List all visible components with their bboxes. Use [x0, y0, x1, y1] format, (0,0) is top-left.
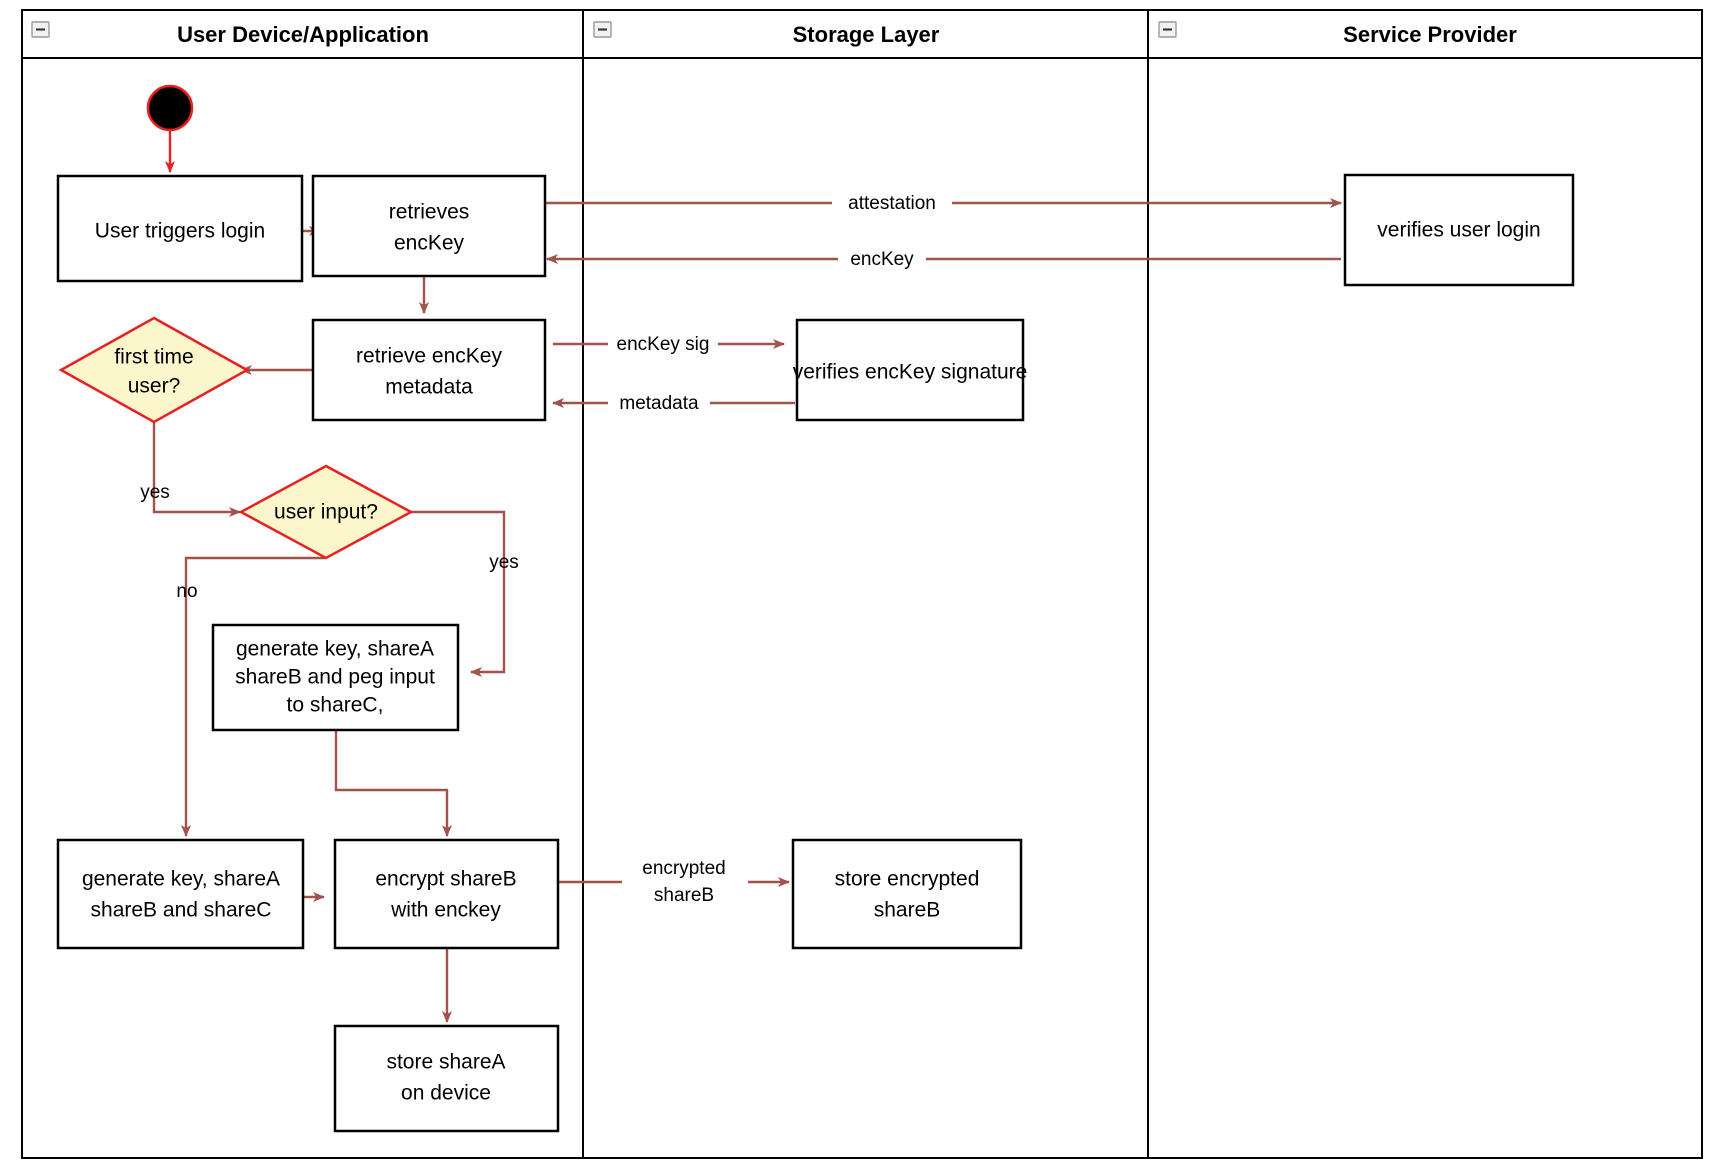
node-label-store-enc-l1: store encrypted	[835, 868, 980, 891]
node-label-user-input: user input?	[274, 501, 378, 524]
label-bg-metadata	[608, 391, 710, 415]
node-user-triggers-login[interactable]: User triggers login	[56, 174, 304, 283]
edge-label-attestation: attestation	[848, 193, 936, 214]
edge-label-metadata: metadata	[619, 393, 699, 414]
collapse-minus-icon-lane2[interactable]	[593, 21, 612, 38]
node-label-gen-peg-l2: shareB and peg input	[235, 666, 435, 689]
lane-title-user-device: User Device/Application	[177, 22, 429, 47]
lane-title-service-provider: Service Provider	[1343, 22, 1517, 47]
node-label-store-sharea-l2: on device	[401, 1082, 491, 1105]
lane-title-storage-layer: Storage Layer	[793, 22, 940, 47]
edge-label-enckey: encKey	[850, 249, 914, 270]
node-label-gen-peg-l3: to shareC,	[287, 694, 384, 717]
initial-node[interactable]	[146, 84, 194, 132]
node-label-gen-sharec-l2: shareB and shareC	[91, 899, 272, 922]
node-label-gen-sharec-l1: generate key, shareA	[82, 868, 280, 891]
lane-header-user-device[interactable]: User Device/Application	[31, 21, 429, 47]
node-label-retrieves-l2: encKey	[394, 232, 465, 255]
node-store-encrypted-shareb[interactable]: store encrypted shareB	[791, 838, 1023, 950]
node-encrypt-shareb[interactable]: encrypt shareB with enckey	[333, 838, 560, 950]
node-label-retrieve-meta-l2: metadata	[385, 376, 473, 399]
edge-label-yes-user-input: yes	[489, 552, 519, 573]
label-bg-enckey-sig	[608, 332, 718, 356]
edge-peg-to-encrypt	[334, 730, 452, 837]
node-label-store-enc-l2: shareB	[874, 899, 941, 922]
edge-label-encrypted-line1: encrypted	[642, 858, 725, 879]
node-label-gen-peg-l1: generate key, shareA	[236, 638, 434, 661]
label-bg-enckey	[838, 247, 926, 271]
node-label-encrypt-l1: encrypt shareB	[375, 868, 516, 891]
label-bg-attestation	[832, 191, 952, 215]
node-label-retrieve-meta-l1: retrieve encKey	[356, 345, 502, 368]
edge-label-encrypted-line2: shareB	[654, 885, 714, 906]
node-label-store-sharea-l1: store shareA	[386, 1051, 505, 1074]
edge-label-no-user-input: no	[176, 581, 197, 602]
node-label-verifies-enckey-signature: verifies encKey signature	[793, 361, 1028, 384]
node-verifies-user-login[interactable]: verifies user login	[1343, 173, 1575, 287]
node-generate-key-sharec[interactable]: generate key, shareA shareB and shareC	[56, 838, 305, 950]
collapse-minus-icon-lane3[interactable]	[1158, 21, 1177, 38]
node-retrieves-enckey[interactable]: retrieves encKey	[311, 174, 547, 278]
node-label-encrypt-l2: with enckey	[390, 899, 501, 922]
swimlane-frame	[21, 9, 1703, 1159]
node-store-sharea-on-device[interactable]: store shareA on device	[333, 1024, 560, 1133]
node-generate-key-peg-input[interactable]: generate key, shareA shareB and peg inpu…	[211, 623, 460, 732]
node-first-time-user[interactable]: first time user?	[58, 316, 250, 424]
edge-user-input-no	[181, 556, 326, 837]
node-label-first-time-l1: first time	[114, 346, 193, 369]
lane-header-service-provider[interactable]: Service Provider	[1158, 21, 1517, 47]
node-label-retrieves-l1: retrieves	[389, 201, 470, 224]
node-label-user-triggers-login: User triggers login	[95, 220, 265, 243]
edge-first-time-yes	[152, 415, 241, 517]
edge-label-enckey-sig: encKey sig	[617, 334, 710, 355]
node-retrieve-enckey-metadata[interactable]: retrieve encKey metadata	[311, 318, 547, 422]
node-user-input[interactable]: user input?	[238, 464, 414, 560]
lane-header-storage-layer[interactable]: Storage Layer	[593, 21, 940, 47]
node-label-verifies-user-login: verifies user login	[1377, 219, 1540, 242]
edge-user-input-yes	[411, 510, 506, 677]
label-bg-encrypted-shareb	[622, 852, 748, 910]
node-verifies-enckey-signature[interactable]: verifies encKey signature	[793, 318, 1028, 422]
node-label-first-time-l2: user?	[128, 375, 181, 398]
collapse-minus-icon-lane1[interactable]	[31, 21, 50, 38]
edge-label-yes-first-time: yes	[140, 482, 170, 503]
